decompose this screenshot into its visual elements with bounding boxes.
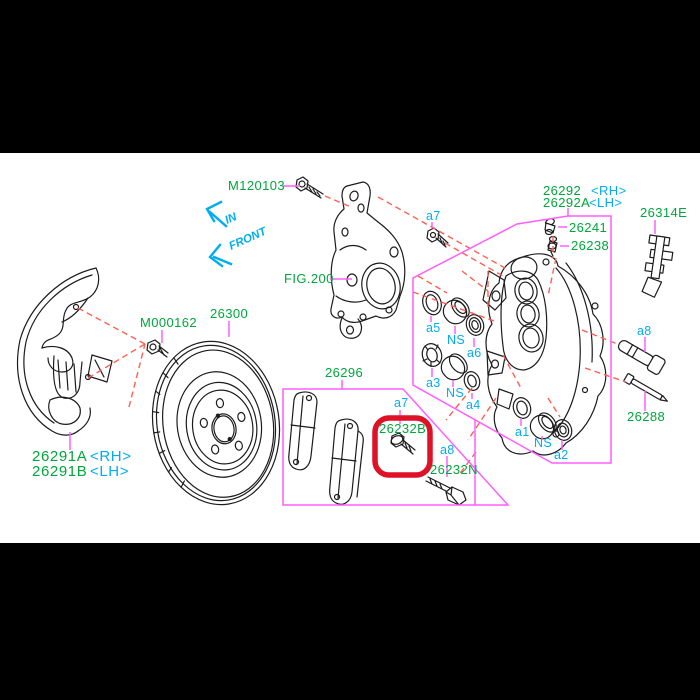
pad-pin-drawing — [425, 476, 467, 506]
guide-pin-drawing — [623, 373, 669, 402]
ref-label-ns-2[interactable]: NS — [446, 386, 464, 400]
part-label-26300[interactable]: 26300 — [210, 306, 248, 321]
ref-label-a2[interactable]: a2 — [554, 448, 569, 462]
part-label-26314e[interactable]: 26314E — [640, 205, 687, 220]
dust-shield-drawing — [16, 267, 113, 436]
side-label-shield-rh: <RH> — [90, 448, 132, 465]
caliper-drawing — [482, 253, 607, 456]
brake-pads-drawing — [288, 391, 364, 505]
piston-seal-kit-middle — [421, 343, 481, 391]
part-label-26296[interactable]: 26296 — [325, 365, 363, 380]
assembly-lines — [77, 195, 627, 477]
leader-lines — [69, 185, 656, 477]
ref-label-a4[interactable]: a4 — [466, 398, 481, 412]
part-label-26291b[interactable]: 26291B — [32, 463, 87, 480]
caliper-group-outline — [412, 215, 612, 464]
part-label-m120103[interactable]: M120103 — [228, 178, 285, 193]
side-label-rh: <RH> — [591, 183, 627, 198]
side-label-shield-lh: <LH> — [90, 463, 129, 480]
ref-label-a8-right[interactable]: a8 — [637, 324, 652, 338]
in-direction-label: IN — [223, 211, 239, 227]
slider-pin-drawing — [617, 340, 666, 375]
diagram-panel: M120103 FIG.200 M000162 26300 26292 2629… — [0, 153, 700, 543]
part-label-26232b[interactable]: 26232B — [379, 421, 426, 436]
ref-label-a6[interactable]: a6 — [467, 346, 482, 360]
ref-label-a5[interactable]: a5 — [426, 321, 441, 335]
highlighted-bolt-drawing — [390, 432, 416, 455]
part-label-26241[interactable]: 26241 — [569, 220, 607, 235]
ref-label-a7-pads[interactable]: a7 — [394, 396, 409, 410]
ref-label-a8-pads[interactable]: a8 — [440, 443, 455, 457]
bleeder-cap-drawing — [544, 218, 556, 236]
ref-label-a3[interactable]: a3 — [426, 376, 441, 390]
knuckle-bolt-drawing — [295, 176, 324, 199]
in-arrow-icon — [205, 200, 228, 228]
part-label-26232n[interactable]: 26232N — [430, 462, 478, 477]
front-direction-label: FRONT — [227, 225, 269, 252]
part-label-26292[interactable]: 26292 — [543, 183, 581, 198]
pad-clip-drawing — [641, 234, 674, 298]
ref-label-ns-3[interactable]: NS — [534, 436, 552, 450]
pad-kit-outline — [282, 388, 510, 506]
steering-knuckle-drawing — [330, 181, 406, 339]
shield-bolt-drawing — [146, 339, 169, 358]
fig-ref-label[interactable]: FIG.200 — [284, 271, 334, 286]
upper-caliper-bolt-drawing — [426, 227, 449, 248]
brake-rotor-drawing — [151, 340, 281, 506]
piston-seal-kit-upper — [422, 290, 485, 336]
parts-diagram: M120103 FIG.200 M000162 26300 26292 2629… — [16, 176, 687, 506]
part-label-26292a[interactable]: 26292A — [543, 195, 590, 210]
part-label-26288[interactable]: 26288 — [627, 409, 665, 424]
ref-label-a1[interactable]: a1 — [515, 425, 530, 439]
ref-label-a7-top[interactable]: a7 — [426, 209, 441, 223]
part-label-26238[interactable]: 26238 — [571, 238, 609, 253]
side-label-lh: <LH> — [589, 195, 622, 210]
front-arrow-icon — [208, 243, 233, 268]
part-label-26291a[interactable]: 26291A — [32, 448, 87, 465]
highlight-box[interactable] — [372, 415, 433, 478]
ref-label-ns-1[interactable]: NS — [447, 333, 465, 347]
piston-seal-kit-lower — [512, 397, 573, 441]
part-label-m000162[interactable]: M000162 — [140, 315, 197, 330]
